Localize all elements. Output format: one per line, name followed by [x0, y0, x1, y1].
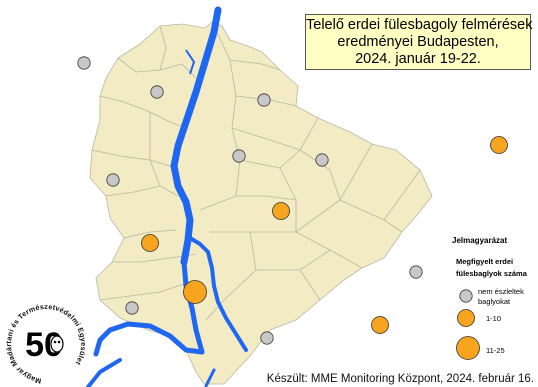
- legend-item-label: 11-25: [486, 346, 505, 355]
- legend-subtitle-line-1: Megfigyelt erdei: [456, 257, 514, 266]
- title-line-3: 2024. január 19-22.: [355, 51, 481, 67]
- site-marker: [232, 149, 246, 163]
- site-marker: [106, 173, 120, 187]
- site-marker: [371, 316, 389, 334]
- mme-logo: Magyar Madártani és Természetvédelmi Egy…: [4, 302, 88, 386]
- site-marker: [260, 331, 274, 345]
- title-line-1: Telelő erdei fülesbagoly felmérések: [306, 17, 533, 33]
- legend-subtitle: Megfigyelt erdei fülesbaglyok száma: [456, 256, 527, 280]
- site-marker: [125, 301, 139, 315]
- site-marker: [272, 202, 290, 220]
- site-marker: [257, 93, 271, 107]
- danube-river: [86, 6, 248, 387]
- site-marker: [150, 85, 164, 99]
- owl-icon: [50, 335, 64, 353]
- site-marker: [490, 136, 508, 154]
- legend-item-label: nem észleltek: [478, 287, 524, 296]
- island: [185, 49, 196, 75]
- legend-item-1-10: 1-10: [486, 314, 501, 324]
- title-line-2: eredményei Budapesten,: [337, 34, 499, 50]
- site-marker: [315, 153, 329, 167]
- observation-sites: [77, 56, 508, 345]
- legend-small-icon: [457, 309, 475, 327]
- legend-subtitle-line-2: fülesbaglyok száma: [456, 269, 527, 278]
- legend-heading: Jelmagyarázat: [452, 236, 508, 245]
- legend-item-11-25: 11-25: [486, 346, 505, 356]
- legend-symbols: [456, 289, 480, 360]
- map-title: Telelő erdei fülesbagoly felmérések ered…: [305, 14, 533, 70]
- legend-item-none: nem észleltek baglyokat: [478, 287, 524, 307]
- site-marker: [183, 280, 207, 304]
- city-area: [89, 21, 433, 385]
- site-marker: [77, 56, 91, 70]
- legend-item-label-2: baglyokat: [478, 297, 511, 306]
- footer-credit: Készült: MME Monitoring Központ, 2024. f…: [266, 373, 534, 385]
- legend-item-label: 1-10: [486, 314, 502, 323]
- legend-none-icon: [459, 289, 473, 303]
- legend-large-icon: [456, 336, 480, 360]
- site-marker: [141, 234, 159, 252]
- site-marker: [409, 265, 423, 279]
